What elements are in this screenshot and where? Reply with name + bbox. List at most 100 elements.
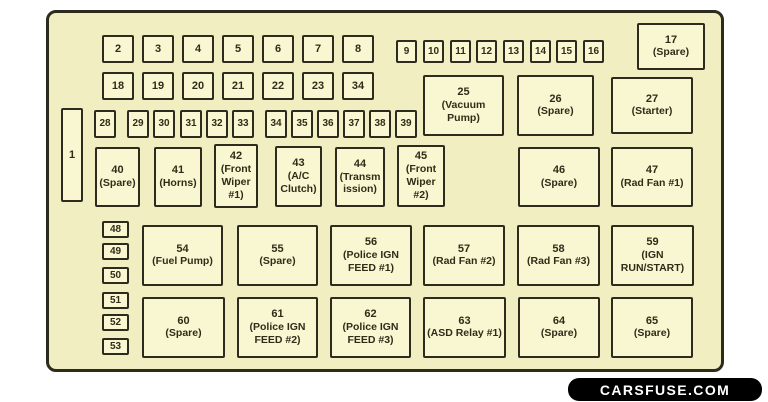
- fuse-number: 6: [274, 42, 282, 55]
- fuse-number: 43: [292, 157, 305, 170]
- fuse-46: 46 (Spare): [518, 147, 600, 207]
- fuse-number: 34: [351, 79, 365, 92]
- fuse-number: 51: [109, 294, 122, 306]
- fuse-label: (Spare): [99, 176, 136, 189]
- fuse-label: (Rad Fan #2): [432, 255, 496, 268]
- fuse-11: 11: [450, 40, 471, 63]
- fuse-label: (Police IGN FEED #2): [249, 321, 306, 346]
- fuse-label: (A/C Clutch): [280, 170, 317, 195]
- fuse-number: 63: [458, 314, 471, 327]
- fuse-number: 57: [457, 242, 471, 255]
- fuse-number: 23: [311, 79, 325, 92]
- fuse-label: (Vacuum Pump): [441, 99, 486, 124]
- fuse-label: (Police IGN FEED #3): [342, 321, 399, 346]
- fuse-20: 20: [182, 72, 214, 100]
- fuse-50: 50: [102, 267, 129, 284]
- fuse-58: 58 (Rad Fan #3): [517, 225, 600, 286]
- fuse-61: 61 (Police IGN FEED #2): [237, 297, 318, 358]
- fuse-number: 1: [68, 148, 76, 161]
- fuse-label: (Starter): [631, 105, 673, 118]
- fuse-number: 32: [211, 118, 223, 130]
- fuse-number: 37: [348, 118, 360, 130]
- fuse-47: 47 (Rad Fan #1): [611, 147, 693, 207]
- fuse-label: (Spare): [259, 255, 296, 268]
- fuse-59: 59 (IGN RUN/START): [611, 225, 694, 286]
- fuse-number: 40: [111, 164, 124, 177]
- fuse-number: 52: [109, 316, 122, 328]
- watermark-badge: CARSFUSE.COM: [568, 378, 762, 401]
- fuse-13: 13: [503, 40, 524, 63]
- fuse-16: 16: [583, 40, 604, 63]
- fuse-number: 60: [177, 314, 190, 327]
- fuse-17: 17 (Spare): [637, 23, 705, 70]
- fuse-number: 4: [194, 42, 202, 55]
- fuse-14: 14: [530, 40, 551, 63]
- fuse-number: 61: [271, 308, 284, 321]
- fuse-number: 18: [111, 79, 125, 92]
- fuse-65: 65 (Spare): [611, 297, 693, 358]
- fuse-51: 51: [102, 292, 129, 309]
- fuse-number: 31: [185, 118, 197, 130]
- fuse-number: 65: [645, 314, 659, 327]
- fuse-number: 22: [271, 79, 285, 92]
- fuse-number: 33: [237, 118, 249, 130]
- fuse-number: 7: [314, 42, 322, 55]
- fuse-number: 25: [457, 86, 470, 99]
- fuse-label: (Spare): [540, 176, 578, 189]
- fuse-38: 38: [369, 110, 391, 138]
- fuse-42: 42 (Front Wiper #1): [214, 144, 258, 208]
- fuse-37: 37: [343, 110, 365, 138]
- fuse-number: 50: [109, 269, 122, 281]
- fuse-number: 12: [480, 45, 493, 57]
- fuse-39: 39: [395, 110, 417, 138]
- fuse-number: 21: [231, 79, 245, 92]
- fuse-number: 45: [414, 150, 428, 163]
- fuse-1: 1: [61, 108, 83, 202]
- fuse-18: 18: [102, 72, 134, 100]
- fuse-number: 54: [176, 242, 189, 255]
- fuse-label: (ASD Relay #1): [427, 327, 502, 340]
- fuse-label: (Fuel Pump): [152, 255, 213, 268]
- fuse-63: 63 (ASD Relay #1): [423, 297, 506, 358]
- fuse-number: 8: [354, 42, 362, 55]
- fuse-number: 28: [99, 118, 111, 130]
- fuse-21: 21: [222, 72, 254, 100]
- fuse-number: 44: [353, 157, 367, 170]
- fuse-6: 6: [262, 35, 294, 63]
- fuse-19: 19: [142, 72, 174, 100]
- fuse-number: 42: [229, 150, 243, 163]
- fuse-number: 26: [549, 92, 562, 105]
- fuse-5: 5: [222, 35, 254, 63]
- fuse-26: 26 (Spare): [517, 75, 594, 136]
- fuse-number: 58: [552, 242, 565, 255]
- fuse-36: 36: [317, 110, 339, 138]
- fuse-label: (Rad Fan #1): [620, 176, 684, 189]
- fuse-number: 49: [109, 245, 122, 257]
- fuse-number: 2: [114, 42, 122, 55]
- fuse-54: 54 (Fuel Pump): [142, 225, 223, 286]
- fuse-number: 55: [271, 242, 284, 255]
- fuse-number: 16: [587, 45, 600, 57]
- fuse-15: 15: [556, 40, 577, 63]
- fuse-4: 4: [182, 35, 214, 63]
- fuse-number: 29: [132, 118, 144, 130]
- fuse-number: 64: [552, 314, 566, 327]
- fuse-label: (Spare): [652, 46, 690, 59]
- fuse-label: (Spare): [537, 105, 574, 118]
- fuse-52: 52: [102, 314, 129, 331]
- fuse-41: 41 (Horns): [154, 147, 202, 207]
- fuse-56: 56 (Police IGN FEED #1): [330, 225, 412, 286]
- fuse-label: (Police IGN FEED #1): [342, 249, 399, 274]
- fuse-43: 43 (A/C Clutch): [275, 146, 322, 207]
- fuse-label: (Front Wiper #2): [405, 163, 437, 201]
- fuse-32: 32: [206, 110, 228, 138]
- fuse-number: 53: [109, 340, 122, 352]
- fuse-31: 31: [180, 110, 202, 138]
- fuse-35: 35: [291, 110, 313, 138]
- fuse-3: 3: [142, 35, 174, 63]
- fuse-label: (Rad Fan #3): [526, 255, 590, 268]
- fuse-number: 47: [645, 164, 659, 177]
- fuse-25: 25 (Vacuum Pump): [423, 75, 504, 136]
- fuse-27: 27 (Starter): [611, 77, 693, 134]
